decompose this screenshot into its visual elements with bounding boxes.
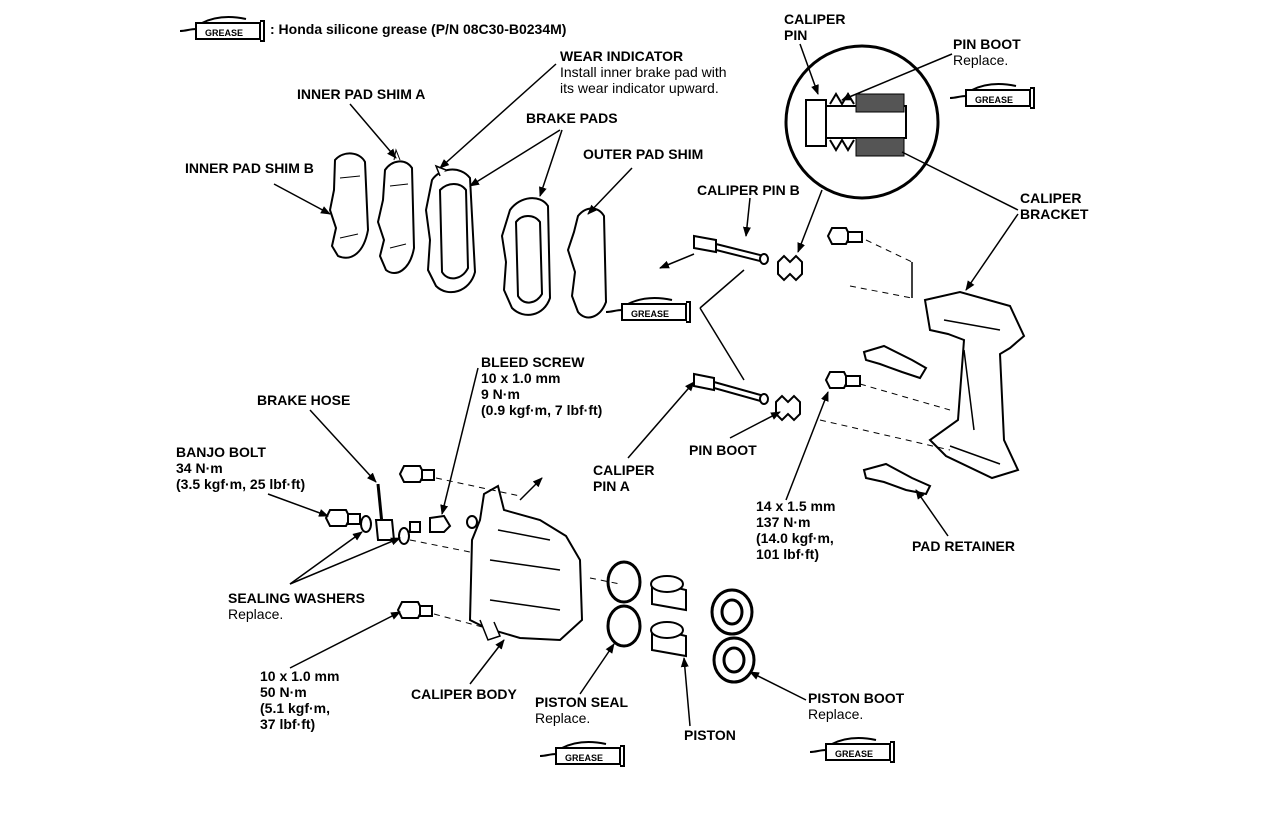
inner-pad-shim-a-label: INNER PAD SHIM A bbox=[297, 86, 426, 102]
svg-text:GREASE: GREASE bbox=[975, 95, 1013, 105]
caliper-body-part bbox=[468, 484, 584, 642]
svg-text:GREASE: GREASE bbox=[835, 749, 873, 759]
svg-text:GREASE: GREASE bbox=[631, 309, 669, 319]
caliper-pin-b-part bbox=[693, 234, 769, 265]
grease-tube-icon: GREASE bbox=[179, 16, 265, 42]
inner-brake-pad-part bbox=[424, 164, 477, 294]
caliper-upper-bolt-part bbox=[398, 465, 435, 483]
bracket-bolt-lower-part bbox=[824, 371, 861, 389]
grease-tube-icon: GREASE bbox=[605, 297, 691, 323]
pin-boot-mid-label: PIN BOOT bbox=[689, 442, 757, 458]
bracket-bolt-torque-label: 14 x 1.5 mm 137 N·m (14.0 kgf·m, 101 lbf… bbox=[756, 498, 836, 562]
pad-retainer-label: PAD RETAINER bbox=[912, 538, 1015, 554]
caliper-pin-b-label: CALIPER PIN B bbox=[697, 182, 800, 198]
outer-pad-shim-part bbox=[566, 207, 608, 319]
brake-hose-part bbox=[374, 483, 396, 541]
caliper-lower-bolt-part bbox=[396, 601, 433, 619]
svg-text:GREASE: GREASE bbox=[205, 28, 243, 38]
grease-tube-icon: GREASE bbox=[949, 83, 1035, 109]
inner-pad-shim-a-part bbox=[376, 148, 416, 275]
sealing-washer-part bbox=[360, 515, 421, 545]
assembly-direction-arrows bbox=[519, 253, 913, 501]
leader-arrows bbox=[267, 43, 1019, 727]
banjo-bolt-label: BANJO BOLT 34 N·m (3.5 kgf·m, 25 lbf·ft) bbox=[176, 444, 306, 492]
outer-pad-shim-label: OUTER PAD SHIM bbox=[583, 146, 704, 162]
outer-brake-pad-part bbox=[500, 197, 552, 316]
piston-seal-label: PISTON SEAL Replace. bbox=[535, 694, 629, 726]
pin-boot-top-label: PIN BOOT Replace. bbox=[953, 36, 1021, 68]
pin-boot-b-part bbox=[777, 254, 803, 282]
svg-text:GREASE: GREASE bbox=[565, 753, 603, 763]
grease-legend: : Honda silicone grease (P/N 08C30-B0234… bbox=[270, 21, 567, 37]
piston-boot-part bbox=[710, 588, 756, 684]
sealing-washers-label: SEALING WASHERS Replace. bbox=[228, 590, 365, 622]
caliper-pin-detail-view bbox=[784, 44, 940, 200]
caliper-bracket-label: CALIPER BRACKET bbox=[1020, 190, 1089, 222]
bracket-bolt-upper-part bbox=[826, 227, 863, 245]
piston-label: PISTON bbox=[684, 727, 736, 743]
caliper-bolt-torque-label: 10 x 1.0 mm 50 N·m (5.1 kgf·m, 37 lbf·ft… bbox=[260, 668, 340, 732]
banjo-bolt-part bbox=[324, 509, 361, 527]
piston-seal-part bbox=[606, 560, 642, 648]
piston-boot-label: PISTON BOOT Replace. bbox=[808, 690, 905, 722]
brake-hose-label: BRAKE HOSE bbox=[257, 392, 351, 408]
wear-indicator-label: WEAR INDICATOR Install inner brake pad w… bbox=[560, 48, 727, 96]
inner-pad-shim-b-part bbox=[328, 152, 370, 259]
bleed-screw-part bbox=[429, 514, 478, 533]
caliper-bracket-part bbox=[923, 290, 1026, 480]
pad-retainer-upper-part bbox=[862, 344, 928, 380]
pad-retainer-lower-part bbox=[862, 462, 932, 496]
grease-tube-icon: GREASE bbox=[539, 741, 625, 767]
brake-pads-label: BRAKE PADS bbox=[526, 110, 618, 126]
caliper-pin-a-label: CALIPER PIN A bbox=[593, 462, 655, 494]
bleed-screw-label: BLEED SCREW 10 x 1.0 mm 9 N·m (0.9 kgf·m… bbox=[481, 354, 603, 418]
pin-boot-a-part bbox=[775, 394, 801, 422]
caliper-pin-label: CALIPER PIN bbox=[784, 11, 846, 43]
caliper-pin-a-part bbox=[693, 372, 769, 405]
piston-part bbox=[650, 575, 687, 658]
inner-pad-shim-b-label: INNER PAD SHIM B bbox=[185, 160, 314, 176]
caliper-body-label: CALIPER BODY bbox=[411, 686, 517, 702]
grease-tube-icon: GREASE bbox=[809, 737, 895, 763]
